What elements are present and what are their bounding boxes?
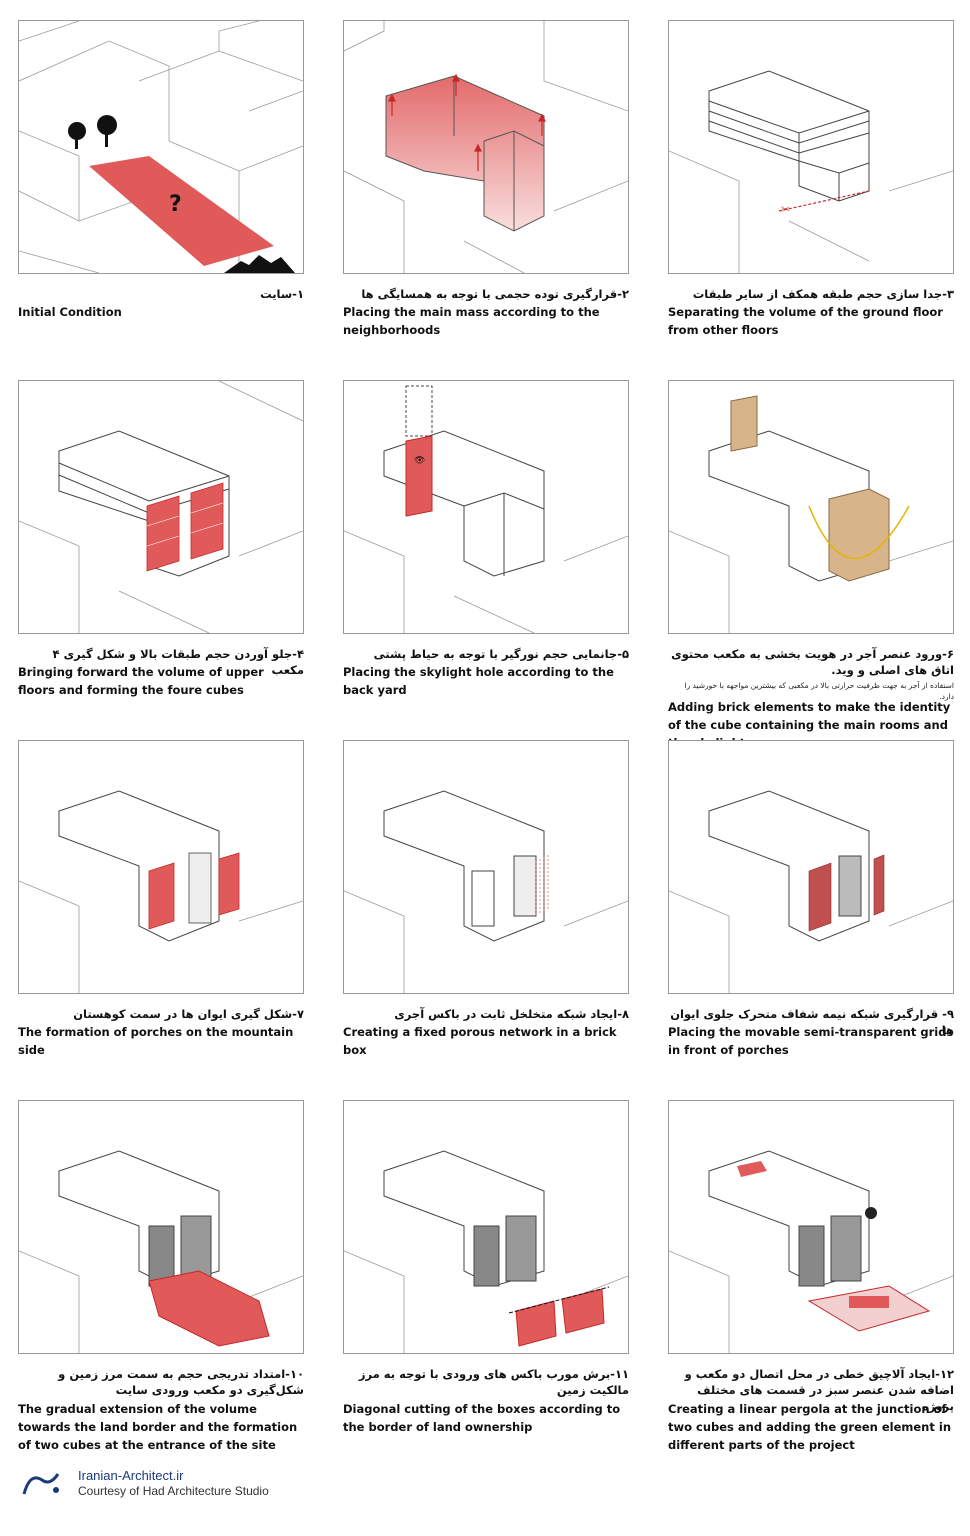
caption-en-2: Placing the main mass according to the n…: [343, 305, 600, 337]
green-element: [865, 1207, 877, 1219]
red-cubes: [146, 482, 224, 572]
caption-en-9: Placing the movable semi-transparent gri…: [668, 1025, 954, 1057]
diagram-extension: [19, 1150, 303, 1353]
caption-en-1: Initial Condition: [18, 305, 122, 319]
caption-fa-7: ۷-شکل گیری ایوان ها در سمت کوهستان: [73, 1007, 304, 1021]
site-plot: [89, 156, 274, 266]
caption-en-3: Separating the volume of the ground floo…: [668, 305, 943, 337]
tree-icon: [68, 115, 117, 149]
roof-garden: [737, 1161, 767, 1177]
caption-fa-2: ۲-قرارگیری توده حجمی با توجه به همسایگی …: [361, 287, 629, 301]
diagram-main-mass: [344, 21, 628, 273]
diagram-site: ?: [19, 21, 303, 273]
diagram-frame-10: [18, 1100, 304, 1354]
caption-fa-9: ۹- قرارگیری شبکه نیمه شفاف متحرک جلوی ای…: [670, 1007, 954, 1037]
movable-grids: [808, 854, 885, 932]
diagram-frame-3: ✂: [668, 20, 954, 274]
site-link[interactable]: Iranian-Architect.ir: [78, 1468, 184, 1483]
caption-fa-10: ۱۰-امتداد تدریجی حجم به سمت مرز زمین و ش…: [58, 1367, 304, 1397]
caption-fa-8: ۸-ایجاد شبکه متخلخل ثابت در باکس آجری: [394, 1007, 629, 1021]
sun-path: [808, 505, 910, 560]
caption-fa-11: ۱۱-برش مورب باکس های ورودی با توجه به مر…: [358, 1367, 629, 1397]
diagram-frame-6: [668, 380, 954, 634]
caption-fa-4: ۴-جلو آوردن حجم طبقات بالا و شکل گیری ۴ …: [52, 647, 304, 677]
diagonal-boxes: [515, 1288, 605, 1347]
diagram-frame-7: [18, 740, 304, 994]
logo-icon: [22, 1473, 60, 1495]
brick-cube-small: [730, 395, 758, 452]
diagram-diagonal-cut: [344, 1150, 628, 1353]
diagram-skylight: 👁: [344, 385, 628, 633]
entrance-cubes: [148, 1270, 270, 1347]
skylight-volume: [405, 435, 433, 517]
caption-en-11: Diagonal cutting of the boxes according …: [343, 1402, 621, 1434]
diagram-frame-12: [668, 1100, 954, 1354]
caption-fa-5: ۵-جانمایی حجم نورگیر با توجه به حیاط پشت…: [373, 647, 629, 661]
caption-en-4: Bringing forward the volume of upper flo…: [18, 665, 264, 697]
diagram-porous-network: [344, 790, 628, 993]
scissors-icon: ✂: [781, 203, 790, 216]
eye-icon: 👁: [414, 456, 425, 466]
caption-en-5: Placing the skylight hole according to t…: [343, 665, 614, 697]
question-mark: ?: [169, 192, 182, 217]
diagram-frame-1: ?: [18, 20, 304, 274]
linear-pergola: [849, 1296, 889, 1308]
diagram-frame-9: [668, 740, 954, 994]
diagram-upper-floors: [19, 381, 303, 633]
credit: Iranian-Architect.ir Courtesy of Had Arc…: [20, 1466, 300, 1506]
porous-grid: [535, 855, 549, 916]
caption-en-7: The formation of porches on the mountain…: [18, 1025, 294, 1057]
caption-fa-1: ۱-سایت: [260, 287, 304, 301]
porches: [148, 852, 240, 930]
diagram-movable-grids: [669, 790, 953, 993]
diagram-ground-floor: ✂: [669, 70, 953, 273]
diagram-frame-2: [343, 20, 629, 274]
caption-fa-3: ۳-جدا سازی حجم طبقه همکف از سایر طبقات: [692, 287, 954, 301]
diagram-porches: [19, 790, 303, 993]
mountain-icon: [224, 255, 295, 273]
diagram-frame-4: [18, 380, 304, 634]
diagram-frame-5: 👁: [343, 380, 629, 634]
caption-fa-6: ۶-ورود عنصر آجر در هویت بخشی به مکعب محت…: [671, 647, 954, 677]
diagram-frame-8: [343, 740, 629, 994]
courtesy-text: Courtesy of Had Architecture Studio: [78, 1484, 269, 1498]
caption-fa-note-6: استفاده از آجر به جهت ظرفیت حرارتی بالا …: [684, 681, 954, 701]
caption-fa-12: ۱۲-ایجاد آلاچیق خطی در محل اتصال دو مکعب…: [684, 1367, 954, 1413]
caption-en-8: Creating a fixed porous network in a bri…: [343, 1025, 617, 1057]
diagram-frame-11: [343, 1100, 629, 1354]
diagram-pergola: [669, 1150, 953, 1353]
caption-en-12: Creating a linear pergola at the junctio…: [668, 1402, 952, 1452]
caption-en-10: The gradual extension of the volume towa…: [18, 1402, 298, 1452]
diagram-brick: [669, 395, 953, 633]
brick-cube-large: [828, 488, 890, 582]
